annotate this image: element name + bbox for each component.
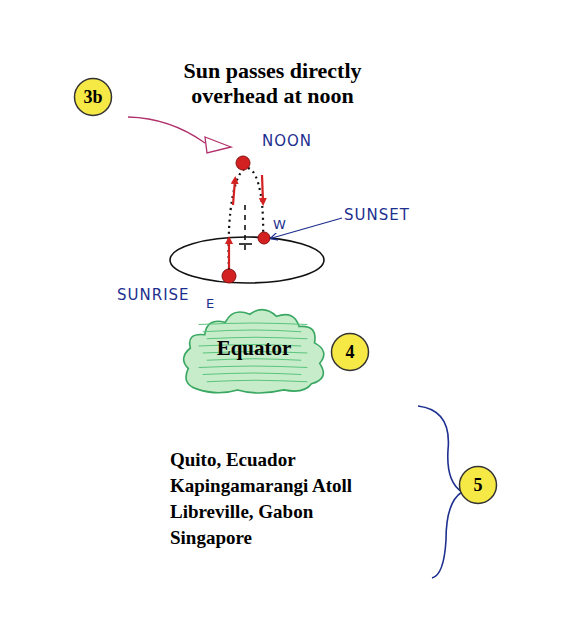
sunset-sun xyxy=(258,232,270,244)
place-name: Kapingamarangi Atoll xyxy=(170,475,352,497)
sun-path-arc xyxy=(229,168,264,270)
pointer-line xyxy=(128,117,205,143)
observer-cross xyxy=(239,243,252,245)
callout-circle: 4 xyxy=(330,332,370,372)
cloud-fill xyxy=(184,310,324,393)
callout-number: 5 xyxy=(474,475,483,496)
rising-arrow xyxy=(233,180,235,205)
callout-number: 4 xyxy=(346,342,355,363)
cloud-hatch xyxy=(199,323,308,325)
cloud-hatch xyxy=(199,366,308,368)
heading-text: Sun passes directly overhead at noon xyxy=(160,58,385,109)
callout-fill xyxy=(332,334,369,371)
callout-number: 3b xyxy=(83,87,102,108)
event-label: SUNSET xyxy=(344,207,410,224)
sunset-leader xyxy=(272,218,342,238)
hollow-arrowhead xyxy=(205,137,231,153)
noon-sun xyxy=(236,156,250,170)
cloud-hatch xyxy=(207,380,308,382)
equator-cloud: Equator xyxy=(176,302,332,394)
event-label: SUNRISE xyxy=(117,287,190,304)
cloud-hatch xyxy=(203,330,302,332)
rising-arrow xyxy=(228,240,230,268)
callout-fill xyxy=(75,79,112,116)
place-name: Quito, Ecuador xyxy=(170,449,296,471)
place-name: Singapore xyxy=(170,527,252,549)
direction-label: NOON xyxy=(262,133,312,150)
place-name: Libreville, Gabon xyxy=(170,501,313,523)
sunrise-sun xyxy=(222,269,236,283)
setting-arrow xyxy=(262,175,263,202)
callout-circle: 3b xyxy=(73,77,113,117)
compass-label: W xyxy=(273,218,287,233)
horizon-ellipse xyxy=(170,237,324,283)
callout-fill xyxy=(460,467,497,504)
callout-circle: 5 xyxy=(458,465,498,505)
curly-brace xyxy=(418,406,462,578)
zenith-line xyxy=(244,205,246,252)
compass-label: E xyxy=(206,297,215,312)
region-label: Equator xyxy=(217,336,292,361)
cloud-hatch xyxy=(203,373,302,375)
